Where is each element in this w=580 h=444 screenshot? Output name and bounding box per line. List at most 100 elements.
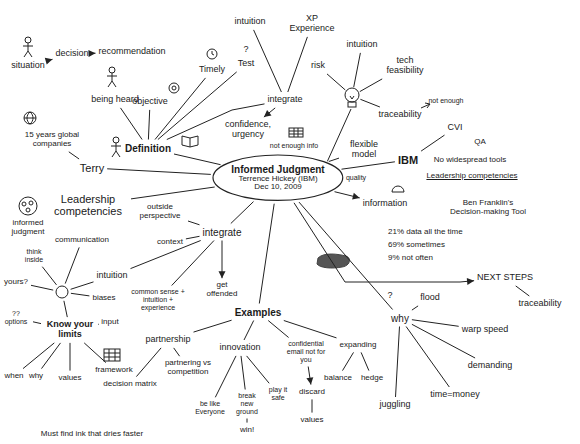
- branch-topic: framework: [95, 366, 132, 375]
- branch-topic: partnership: [145, 335, 190, 345]
- topic-text: intuition: [234, 17, 265, 27]
- branch-topic: warp speed: [462, 325, 509, 335]
- branch-stroke: [259, 204, 274, 304]
- topic-text: partnering vs competition: [160, 359, 216, 377]
- branch-line: [186, 236, 200, 239]
- branch-stroke: [148, 110, 149, 140]
- sun-icon: [56, 286, 68, 298]
- branch-stroke: [84, 343, 106, 363]
- branch-topic: outside perspective: [135, 203, 185, 221]
- branch-topic: balance: [324, 374, 352, 383]
- arrowhead: [352, 193, 360, 200]
- topic-text: objective: [132, 97, 168, 107]
- branch-line: [335, 192, 360, 200]
- branch-line: [42, 343, 61, 369]
- topic-text: expanding: [340, 341, 377, 350]
- branch-stroke: [33, 322, 41, 324]
- topic-text: Informed Judgment: [212, 164, 344, 175]
- topic-text: partnership: [145, 335, 190, 345]
- branch-line: [158, 72, 237, 140]
- branch-stroke: [98, 324, 100, 325]
- branch-line: [148, 110, 149, 140]
- topic-text: framework: [95, 366, 132, 375]
- topic-text: hedge: [361, 374, 383, 383]
- branch-topic: XP Experience: [288, 14, 336, 34]
- branch-topic: intuition: [234, 17, 265, 27]
- branch-stroke: [421, 135, 444, 151]
- branch-topic: get offended: [202, 281, 242, 299]
- branch-line: [84, 343, 106, 363]
- topic-text: yours?: [4, 278, 28, 287]
- topic-text: time=money: [430, 390, 479, 400]
- branch-stroke: [188, 221, 200, 225]
- topic-text: input: [101, 318, 118, 327]
- branch-topic: confidence, urgency: [220, 120, 276, 140]
- branch-topic: win!: [240, 426, 254, 435]
- branch-topic: break new ground: [233, 392, 261, 415]
- branch-stroke: [343, 352, 354, 370]
- note-label: not enough info: [270, 142, 318, 150]
- topic-text: Test: [238, 59, 255, 69]
- branch-topic: Definition: [125, 143, 171, 154]
- branch-stroke: [131, 187, 215, 199]
- topic-text: context: [157, 238, 183, 247]
- branch-stroke: [288, 37, 308, 92]
- branch-topic: be like Everyone: [192, 400, 228, 415]
- circles-icon: [19, 197, 37, 215]
- note-label: 21% data all the time: [388, 228, 463, 237]
- branch-topic: information: [363, 199, 408, 209]
- branch-topic: ?? options: [2, 310, 30, 325]
- branch-stroke: [299, 202, 393, 309]
- branch-stroke: [412, 320, 459, 327]
- stick-figure: [111, 137, 121, 157]
- branch-topic: flood: [420, 293, 440, 303]
- branch-stroke: [70, 343, 71, 371]
- branch-stroke: [186, 236, 200, 239]
- branch-stroke: [312, 399, 313, 412]
- branch-topic: values: [300, 416, 323, 425]
- branch-line: [312, 399, 313, 412]
- branch-topic: discard: [299, 388, 325, 397]
- icon-spoke: [360, 99, 380, 107]
- branch-line: [329, 158, 339, 161]
- topic-text: balance: [324, 374, 352, 383]
- branch-topic: IBM: [398, 154, 418, 166]
- branch-topic: recommendation: [98, 47, 165, 57]
- branch-topic: values: [58, 374, 81, 383]
- topic-text: recommendation: [98, 47, 165, 57]
- note-label: 9% not often: [388, 254, 433, 263]
- branch-topic: demanding: [468, 361, 513, 371]
- branch-topic: traceability: [518, 299, 561, 309]
- topic-text: Leadership competencies: [426, 172, 517, 181]
- note-label: ?: [243, 45, 248, 55]
- meeting-icon: [392, 186, 404, 192]
- branch-line: [88, 50, 95, 57]
- icon-spoke: [31, 285, 53, 290]
- branch-line: [33, 322, 41, 324]
- topic-text: break new ground: [233, 392, 261, 415]
- branch-line: [288, 37, 308, 92]
- topic-text: integrate: [267, 95, 302, 105]
- branch-stroke: [136, 348, 161, 377]
- topic-text: No widespread tools: [434, 156, 506, 165]
- note-label: not enough: [428, 97, 463, 105]
- topic-text: risk: [311, 61, 325, 71]
- branch-line: [259, 204, 274, 304]
- branch-topic: common sense + intuition + experience: [127, 288, 189, 311]
- icon-spoke: [354, 53, 361, 87]
- topic-text: discard: [299, 388, 325, 397]
- branch-topic: 15 years global companies: [17, 131, 87, 149]
- topic-text: when: [4, 372, 23, 381]
- topic-text: get offended: [202, 281, 242, 299]
- branch-line: [361, 352, 369, 370]
- topic-text: situation: [11, 61, 45, 71]
- topic-text: Timely: [199, 65, 225, 75]
- branch-stroke: [294, 203, 474, 282]
- branch-stroke: [342, 162, 395, 169]
- arrowhead: [45, 58, 53, 65]
- branch-line: [343, 352, 354, 370]
- grid-icon: [289, 128, 303, 137]
- branch-topic: QA: [474, 138, 486, 147]
